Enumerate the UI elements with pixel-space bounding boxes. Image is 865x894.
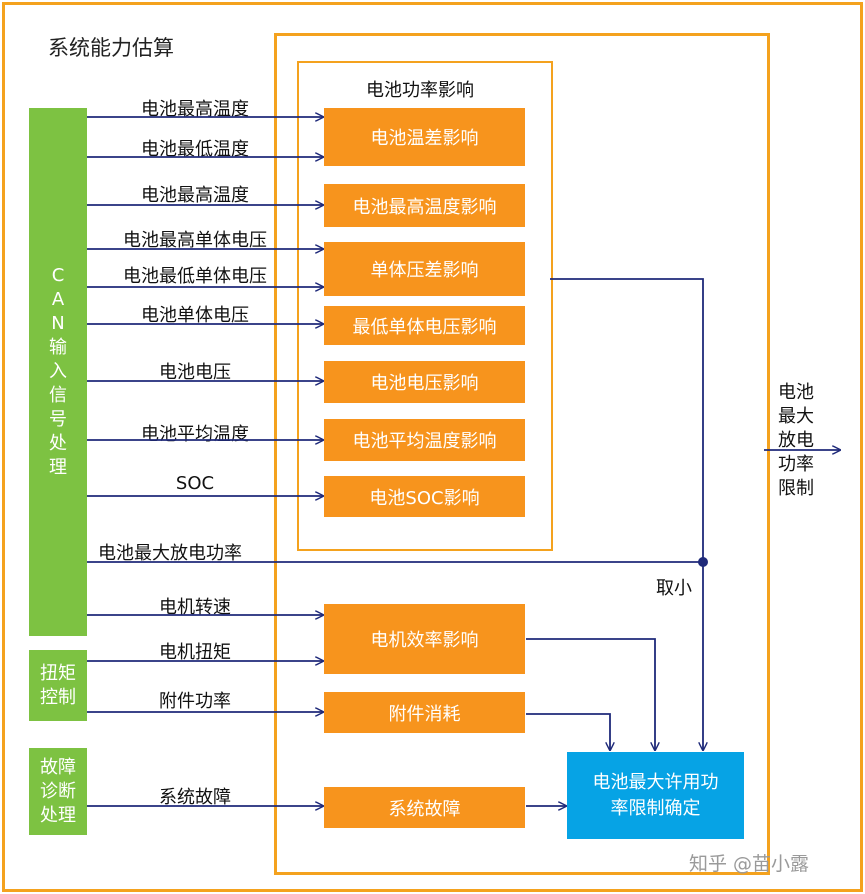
group-title: 电池功率影响 — [366, 80, 474, 101]
signal-label: 电池最低温度 — [141, 139, 249, 160]
block-accessory-consumption: 附件消耗 — [324, 692, 525, 733]
signal-label: 电池单体电压 — [141, 305, 249, 326]
accessory-line — [526, 713, 610, 750]
signal-label: 电池最大放电功率 — [98, 543, 242, 564]
block-soc: 电池SOC影响 — [324, 476, 525, 517]
block-motor-efficiency: 电机效率影响 — [324, 604, 525, 674]
signal-label: 附件功率 — [159, 691, 231, 712]
signal-label: 电机扭矩 — [159, 642, 231, 663]
min-operator-label: 取小 — [656, 578, 692, 599]
min-junction-dot — [698, 557, 708, 567]
signal-label: 系统故障 — [159, 787, 231, 808]
block-cell-voltage-diff: 单体压差影响 — [324, 242, 525, 296]
motor-eff-line — [526, 638, 655, 750]
block-system-fault: 系统故障 — [324, 787, 525, 828]
signal-label: 电池最低单体电压 — [123, 266, 267, 287]
signal-label: 电池最高温度 — [141, 185, 249, 206]
signal-label: SOC — [175, 473, 215, 494]
diagram-title: 系统能力估算 — [48, 36, 174, 60]
can-input-label: CAN输入信号处理 — [49, 265, 67, 478]
can-input-block: CAN输入信号处理 — [29, 108, 87, 636]
block-max-temp: 电池最高温度影响 — [324, 184, 525, 227]
fault-diagnosis-block: 故障诊断处理 — [29, 748, 87, 835]
signal-label: 电池最高单体电压 — [123, 230, 267, 251]
group-output-line — [550, 278, 703, 750]
fault-diagnosis-label: 故障诊断处理 — [40, 756, 76, 826]
block-avg-temp: 电池平均温度影响 — [324, 419, 525, 461]
torque-control-label: 扭矩控制 — [40, 662, 76, 708]
signal-label: 电池电压 — [159, 362, 231, 383]
signal-label: 电机转速 — [159, 597, 231, 618]
block-battery-voltage: 电池电压影响 — [324, 361, 525, 403]
final-power-limit-block: 电池最大许用功率限制确定 — [567, 752, 744, 839]
system-frame — [274, 33, 770, 875]
signal-label: 电池最高温度 — [141, 99, 249, 120]
output-label: 电池最大放电功率限制 — [778, 382, 814, 499]
block-min-cell-voltage: 最低单体电压影响 — [324, 306, 525, 345]
block-temp-diff: 电池温差影响 — [324, 108, 525, 166]
battery-power-group — [297, 61, 553, 551]
torque-control-block: 扭矩控制 — [29, 650, 87, 721]
final-power-limit-label: 电池最大许用功率限制确定 — [592, 771, 719, 819]
watermark: 知乎 @苗小露 — [689, 853, 810, 875]
